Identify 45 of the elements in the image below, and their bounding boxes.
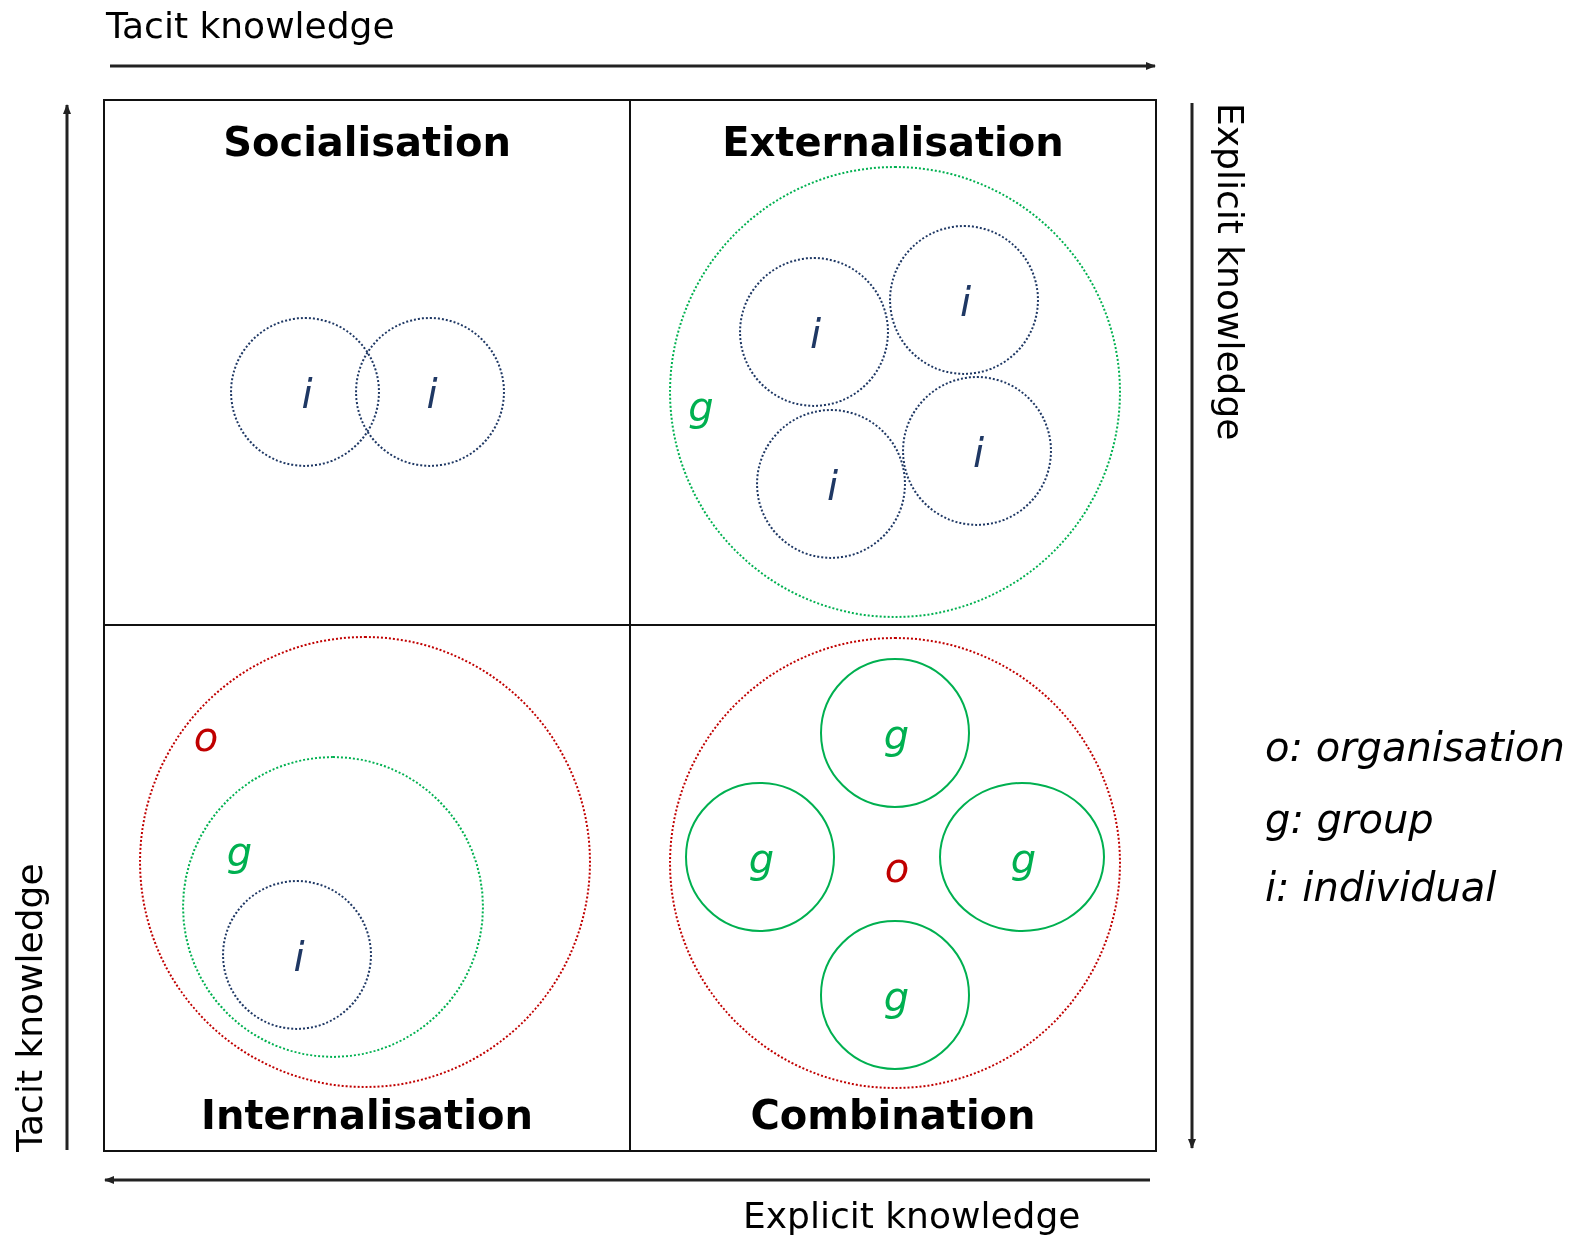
key-text: i: individual xyxy=(1265,867,1497,907)
circle-letter: g xyxy=(688,387,714,427)
circle-letter: i xyxy=(826,465,839,506)
quadrant-box xyxy=(629,624,1157,1152)
quadrant-heading: Socialisation xyxy=(222,119,512,165)
dotted-circle xyxy=(755,408,906,559)
dotted-circle xyxy=(888,224,1039,375)
dotted-circle xyxy=(738,256,889,407)
group-circle xyxy=(819,657,970,808)
circle-letter: g xyxy=(883,976,910,1017)
quadrant-box xyxy=(629,99,1157,626)
quadrant-heading: Combination xyxy=(749,1092,1037,1138)
circle-letter: i xyxy=(293,937,305,977)
dotted-circle xyxy=(355,317,505,467)
circle-letter: i xyxy=(301,374,313,414)
circle-letter: i xyxy=(426,374,438,414)
circle-letter: g xyxy=(883,714,910,755)
dotted-circle xyxy=(230,317,380,467)
dotted-circle xyxy=(139,636,591,1088)
axis-label: Explicit knowledge xyxy=(743,1198,1081,1234)
quadrant-heading: Externalisation xyxy=(721,119,1065,165)
dotted-circle xyxy=(222,880,372,1030)
quadrant-box xyxy=(103,624,631,1152)
axis-label: Explicit knowledge xyxy=(1212,103,1248,441)
circle-letter: i xyxy=(809,313,822,354)
circle-letter: g xyxy=(1010,838,1037,879)
dotted-circle xyxy=(669,637,1121,1089)
dotted-circle xyxy=(181,755,484,1058)
circle-letter: i xyxy=(972,432,985,473)
key-text: g: group xyxy=(1265,799,1434,839)
circle-letter: g xyxy=(226,831,253,872)
quadrant-heading: Internalisation xyxy=(200,1092,534,1138)
dotted-circle xyxy=(669,166,1121,618)
circle-letter: g xyxy=(748,838,775,879)
axis-label: Tacit knowledge xyxy=(106,8,395,44)
circle-letter: o xyxy=(193,717,219,757)
key-text: o: organisation xyxy=(1265,727,1565,767)
group-circle xyxy=(684,781,835,932)
group-circle xyxy=(819,919,970,1070)
quadrant-box xyxy=(103,99,631,626)
axis-label: Tacit knowledge xyxy=(12,863,48,1152)
dotted-circle xyxy=(901,375,1052,526)
circle-letter: o xyxy=(884,848,910,888)
circle-letter: i xyxy=(959,281,972,322)
group-circle xyxy=(938,781,1105,932)
